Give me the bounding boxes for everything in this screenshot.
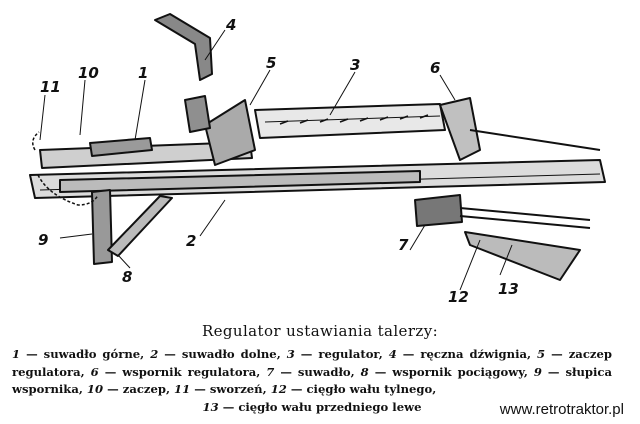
label-12: 12 xyxy=(448,288,469,306)
label-9: 9 xyxy=(38,231,48,249)
legend-entry: 13 — cięgło wału przedniego lewe xyxy=(202,399,422,414)
legend-entry: 4 — ręczna dźwignia, xyxy=(388,347,532,361)
label-10: 10 xyxy=(78,64,99,82)
legend-entry: 6 — wspornik regulatora, xyxy=(90,364,261,379)
legend-entry: 10 — zaczep, xyxy=(86,382,170,396)
legend-entry: 5 — zaczep regulatora, xyxy=(12,347,612,379)
caption-title: Regulator ustawiania talerzy: xyxy=(201,322,439,340)
label-5: 5 xyxy=(266,54,276,72)
label-11: 11 xyxy=(40,78,61,96)
label-8: 8 xyxy=(122,268,132,286)
label-1: 1 xyxy=(138,64,148,82)
watermark: www.retrotraktor.pl xyxy=(499,401,624,418)
label-4: 4 xyxy=(225,16,236,34)
label-3: 3 xyxy=(350,56,360,74)
caption-legend: 1 — suwadło górne, 2 — suwadło dolne, 3 … xyxy=(12,346,612,416)
label-13: 13 xyxy=(498,280,519,298)
legend-entry: 11 — sworzeń, xyxy=(174,382,267,396)
legend-entry: 7 — suwadło, xyxy=(266,364,355,379)
label-2: 2 xyxy=(186,232,196,250)
legend-entry: 2 — suwadło dolne, xyxy=(150,347,281,361)
legend-entry: 8 — wspornik pociągowy, xyxy=(360,364,528,379)
legend-entry: 9 — słupica wspornika, xyxy=(12,364,612,397)
mechanism-illustration: 11 10 1 4 5 3 6 9 2 7 8 12 13 xyxy=(29,13,606,306)
legend-entry: 1 — suwadło górne, xyxy=(12,347,145,361)
label-6: 6 xyxy=(430,59,440,77)
label-7: 7 xyxy=(398,236,409,254)
legend-entry: 3 — regulator, xyxy=(286,347,383,361)
legend-entry: 12 — cięgło wału tylnego, xyxy=(270,382,437,396)
